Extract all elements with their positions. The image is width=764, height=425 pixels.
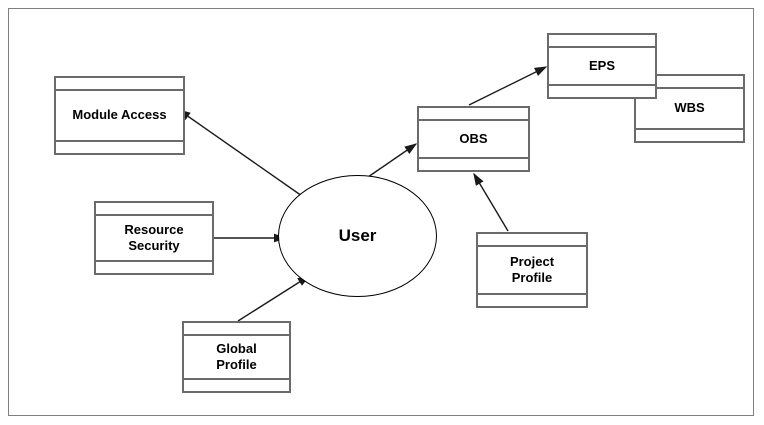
class-box-name-compartment: WBS	[674, 100, 705, 116]
class-box-attributes-compartment	[184, 378, 289, 391]
class-box-stereotype-compartment	[96, 203, 212, 216]
class-box-stereotype-compartment	[636, 76, 743, 89]
class-box-stereotype-compartment	[478, 234, 586, 247]
class-box-attributes-compartment	[636, 128, 743, 141]
class-box-stereotype-compartment	[184, 323, 289, 336]
class-box-name-compartment: Global Profile	[216, 340, 257, 372]
class-box-global-profile[interactable]: Global Profile	[182, 321, 291, 393]
actor-label: User	[338, 226, 377, 245]
class-box-obs[interactable]: OBS	[417, 106, 530, 172]
class-box-eps[interactable]: EPS	[547, 33, 657, 99]
class-box-attributes-compartment	[56, 140, 183, 153]
class-box-name-compartment: Resource Security	[124, 221, 184, 253]
class-box-module-access[interactable]: Module Access	[54, 76, 185, 155]
class-box-name-compartment: Project Profile	[509, 253, 555, 285]
class-box-name-compartment: OBS	[459, 130, 488, 146]
class-box-stereotype-compartment	[56, 78, 183, 91]
class-box-name-compartment: Module Access	[72, 107, 167, 123]
class-box-project-profile[interactable]: Project Profile	[476, 232, 588, 308]
class-box-stereotype-compartment	[549, 35, 655, 48]
class-box-resource-security[interactable]: Resource Security	[94, 201, 214, 275]
class-box-name-compartment: EPS	[588, 57, 615, 73]
class-box-stereotype-compartment	[419, 108, 528, 121]
class-box-attributes-compartment	[96, 260, 212, 273]
class-box-attributes-compartment	[419, 157, 528, 170]
actor-user[interactable]: User	[278, 175, 437, 297]
class-box-attributes-compartment	[549, 84, 655, 97]
class-box-attributes-compartment	[478, 293, 586, 306]
diagram-frame-border	[8, 8, 754, 416]
